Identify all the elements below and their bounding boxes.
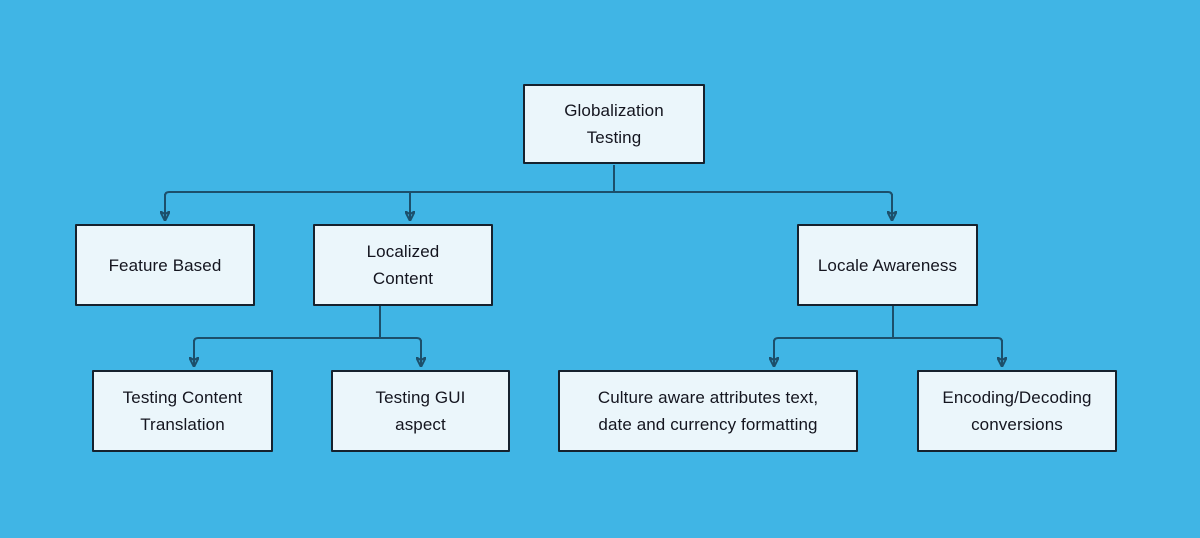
node-label: Culture aware attributes text, date and …	[597, 388, 819, 434]
node-testing-gui-aspect: Testing GUI aspect	[331, 370, 510, 452]
node-label: Feature Based	[108, 255, 222, 275]
edge-locale-rail	[773, 337, 1003, 343]
node-globalization-testing: Globalization Testing	[523, 84, 705, 164]
node-locale-awareness: Locale Awareness	[797, 224, 978, 306]
node-label: Testing Content Translation	[122, 388, 243, 434]
node-label: Locale Awareness	[817, 255, 958, 275]
node-culture-aware-formatting: Culture aware attributes text, date and …	[558, 370, 858, 452]
node-encoding-decoding-conversions: Encoding/Decoding conversions	[917, 370, 1117, 452]
node-label: Globalization Testing	[564, 101, 664, 147]
node-testing-content-translation: Testing Content Translation	[92, 370, 273, 452]
node-label: Encoding/Decoding conversions	[942, 388, 1092, 434]
node-feature-based: Feature Based	[75, 224, 255, 306]
node-label: Testing GUI aspect	[375, 388, 466, 434]
node-label: Localized Content	[366, 242, 440, 288]
node-localized-content: Localized Content	[313, 224, 493, 306]
edge-localized-rail	[193, 337, 422, 343]
edge-root-rail	[164, 191, 893, 197]
